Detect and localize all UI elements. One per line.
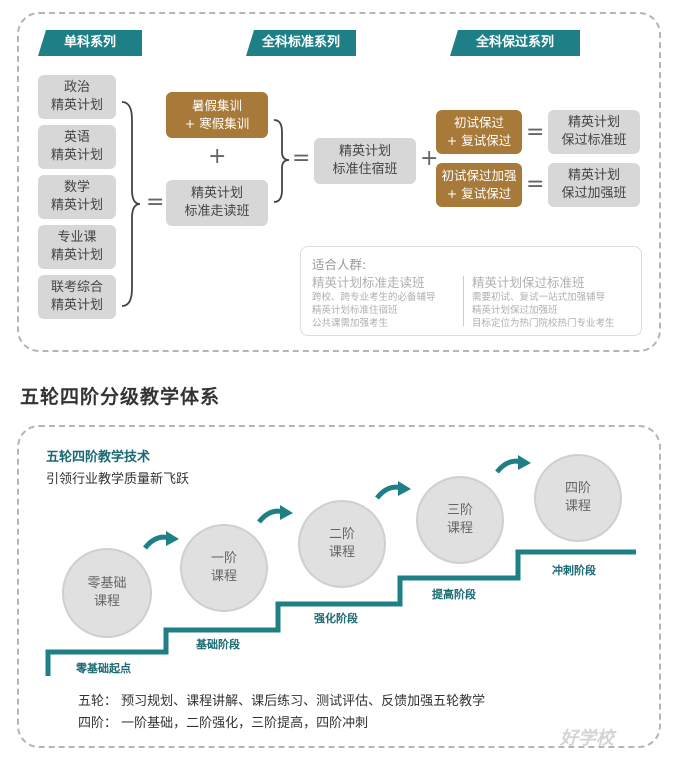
audience-divider bbox=[463, 276, 464, 326]
commute-box: 精英计划标准走读班 bbox=[166, 180, 268, 226]
subjects-brace bbox=[121, 101, 141, 307]
audience-left-line: 精英计划标准住宿班 bbox=[312, 305, 398, 316]
audience-right-line: 目标定位为热门院校热门专业考生 bbox=[472, 318, 615, 329]
audience-right-title: 精英计划保过标准班 bbox=[472, 275, 585, 290]
audience-left-line: 跨校、跨专业考生的必备辅导 bbox=[312, 292, 436, 303]
header-single-series: 单科系列 bbox=[38, 30, 142, 56]
arrow-icon bbox=[257, 505, 293, 524]
audience-right-line: 精英计划保过加强班 bbox=[472, 305, 558, 316]
stage-label-sprint: 冲刺阶段 bbox=[552, 564, 596, 577]
tech-subtitle: 引领行业教学质量新飞跃 bbox=[46, 472, 190, 487]
result-enhanced-box: 精英计划保过加强班 bbox=[548, 163, 640, 207]
boarding-box: 精英计划标准住宿班 bbox=[314, 138, 416, 184]
stage-label-zero: 零基础起点 bbox=[76, 662, 131, 675]
camp-brace bbox=[273, 119, 290, 203]
subject-major: 专业课精英计划 bbox=[38, 225, 116, 269]
equals-sign: = bbox=[292, 146, 311, 171]
equals-sign: = bbox=[526, 120, 545, 145]
stage-label-basic: 基础阶段 bbox=[196, 638, 240, 651]
audience-left-title: 精英计划标准走读班 bbox=[312, 275, 425, 290]
tech-title: 五轮四阶教学技术 bbox=[46, 450, 151, 465]
header-pass-series: 全科保过系列 bbox=[450, 30, 580, 56]
audience-title: 适合人群: bbox=[312, 257, 367, 272]
stage-label-intensive: 强化阶段 bbox=[314, 612, 358, 625]
audience-left: 精英计划标准走读班 跨校、跨专业考生的必备辅导 精英计划标准住宿班 公共课需加强… bbox=[312, 274, 462, 330]
plus-sign: + bbox=[420, 146, 439, 171]
audience-right-line: 需要初试、复试一站式加强辅导 bbox=[472, 292, 606, 303]
subject-math: 数学精英计划 bbox=[38, 175, 116, 219]
five-rounds-text: 五轮： 预习规划、课程讲解、课后练习、测试评估、反馈加强五轮教学 bbox=[78, 694, 486, 709]
equals-sign: = bbox=[526, 172, 545, 197]
subject-joint: 联考综合精英计划 bbox=[38, 275, 116, 319]
audience-left-line: 公共课需加强考生 bbox=[312, 318, 389, 329]
watermark-logo: 好学校 bbox=[560, 728, 614, 749]
staircase bbox=[45, 549, 636, 676]
teaching-system-panel bbox=[17, 425, 661, 748]
four-stages-text: 四阶： 一阶基础，二阶强化，三阶提高，四阶冲刺 bbox=[78, 716, 369, 731]
audience-right: 精英计划保过标准班 需要初试、复试一站式加强辅导 精英计划保过加强班 目标定位为… bbox=[472, 274, 637, 330]
camp-box: 暑假集训+ 寒假集训 bbox=[166, 92, 268, 138]
result-standard-box: 精英计划保过标准班 bbox=[548, 110, 640, 154]
guarantee-enhanced-box: 初试保过加强+ 复试保过 bbox=[436, 163, 522, 207]
stage-circle-three: 三阶课程 bbox=[416, 476, 504, 564]
stage-circle-one: 一阶课程 bbox=[180, 524, 268, 612]
stage-circle-two: 二阶课程 bbox=[298, 500, 386, 588]
stage-circle-zero: 零基础课程 bbox=[62, 548, 152, 638]
audience-note bbox=[300, 246, 642, 336]
section-title: 五轮四阶分级教学体系 bbox=[20, 386, 221, 408]
header-standard-series: 全科标准系列 bbox=[246, 30, 356, 56]
course-series-panel bbox=[17, 12, 661, 352]
equals-sign: = bbox=[146, 190, 165, 215]
arrow-icon bbox=[495, 455, 531, 474]
plus-sign: + bbox=[208, 144, 227, 169]
stage-circle-four: 四阶课程 bbox=[534, 454, 622, 542]
guarantee-standard-box: 初试保过+ 复试保过 bbox=[436, 110, 522, 154]
subject-english: 英语精英计划 bbox=[38, 125, 116, 169]
arrow-icon bbox=[143, 531, 179, 550]
stage-label-advanced: 提高阶段 bbox=[432, 588, 476, 601]
arrow-icon bbox=[375, 481, 411, 500]
subject-politics: 政治精英计划 bbox=[38, 75, 116, 119]
